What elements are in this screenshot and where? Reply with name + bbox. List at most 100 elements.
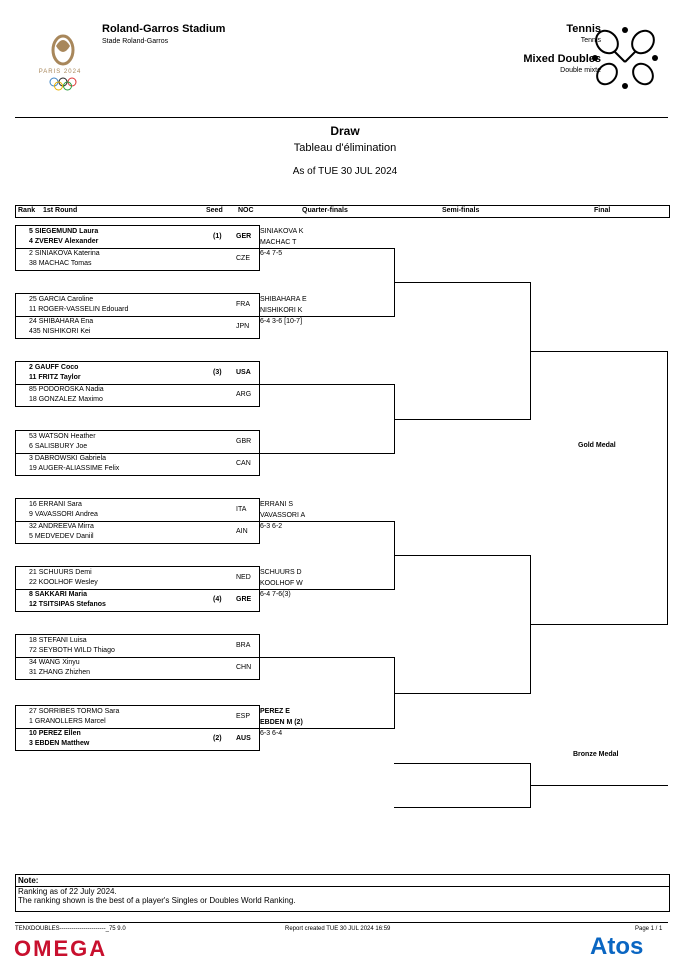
team-seed: (4) — [213, 596, 222, 603]
team-player-2: 5 MEDVEDEV Daniil — [29, 533, 94, 540]
qf-winner-player-1: ERRANI S — [260, 501, 294, 508]
team-noc: ARG — [236, 391, 252, 398]
sf-line — [394, 693, 530, 694]
qf-winner-player-1: SINIAKOVA K — [260, 228, 304, 235]
col-final: Final — [594, 207, 611, 214]
team-player-2: 31 ZHANG Zhizhen — [29, 669, 91, 676]
team-player-1: 18 STEFANI Luisa — [29, 637, 87, 644]
qf-score: 6-3 6-2 — [260, 523, 283, 530]
team-noc: FRA — [236, 301, 250, 308]
team-player-1: 34 WANG Xinyu — [29, 659, 80, 666]
bronze-medal-label: Bronze Medal — [573, 751, 619, 758]
sport-title: Tennis — [566, 23, 601, 35]
team-player-2: 11 ROGER-VASSELIN Edouard — [29, 306, 129, 313]
qf-winner-player-1: PEREZ E — [260, 708, 290, 715]
logo-text: PARIS 2024 — [38, 69, 82, 75]
team-entry: 24 SHIBAHARA Ena 435 NISHIKORI Kei JPN — [15, 316, 260, 339]
qf-line — [258, 589, 395, 590]
qf-score: 6-4 3-6 [10-7] — [260, 318, 303, 325]
footer-divider — [15, 922, 668, 923]
bronze-final-line — [530, 785, 668, 786]
team-noc: CHN — [236, 664, 252, 671]
qf-winner-player-2: NISHIKORI K — [260, 307, 303, 314]
col-seed: Seed — [206, 207, 223, 214]
bronze-line — [394, 807, 530, 808]
note-box: Note: Ranking as of 22 July 2024. The ra… — [15, 874, 670, 912]
as-of-date: As of TUE 30 JUL 2024 — [292, 166, 398, 177]
team-player-1: 8 SAKKARI Maria — [29, 591, 87, 598]
team-entry: 34 WANG Xinyu 31 ZHANG Zhizhen CHN — [15, 657, 260, 680]
note-line-1: Ranking as of 22 July 2024. — [16, 886, 669, 896]
qf-line — [258, 316, 395, 317]
team-noc: USA — [236, 369, 251, 376]
team-player-1: 53 WATSON Heather — [29, 433, 96, 440]
qf-line — [258, 384, 395, 385]
team-player-2: 6 SALISBURY Joe — [29, 443, 88, 450]
team-noc: NED — [236, 574, 251, 581]
qf-line — [258, 521, 395, 522]
qf-winner-player-2: EBDEN M (2) — [260, 719, 303, 726]
page-number: Page 1 / 1 — [635, 926, 663, 932]
final-connector — [667, 351, 668, 625]
qf-winner-player-1: SCHUURS D — [260, 569, 302, 576]
team-player-1: 24 SHIBAHARA Ena — [29, 318, 94, 325]
team-player-1: 3 DABROWSKI Gabriela — [29, 455, 107, 462]
report-created: Report created TUE 30 JUL 2024 16:59 — [285, 926, 391, 932]
omega-logo: OMEGA — [14, 936, 108, 961]
col-noc: NOC — [238, 207, 254, 214]
team-seed: (1) — [213, 233, 222, 240]
venue-subtitle: Stade Roland-Garros — [102, 38, 169, 45]
note-title: Note: — [18, 876, 39, 885]
team-noc: GER — [236, 233, 252, 240]
team-player-2: 72 SEYBOTH WILD Thiago — [29, 647, 115, 654]
team-noc: CAN — [236, 460, 251, 467]
note-line-2: The ranking shown is the best of a playe… — [18, 896, 296, 905]
team-player-2: 435 NISHIKORI Kei — [29, 328, 91, 335]
page-subtitle: Tableau d'élimination — [293, 142, 397, 154]
team-player-2: 19 AUGER-ALIASSIME Felix — [29, 465, 120, 472]
team-noc: ITA — [236, 506, 247, 513]
tennis-pictogram-icon — [592, 27, 658, 89]
team-entry: 3 DABROWSKI Gabriela 19 AUGER-ALIASSIME F… — [15, 453, 260, 476]
team-noc: GRE — [236, 596, 252, 603]
sf-line — [394, 555, 530, 556]
team-player-1: 5 SIEGEMUND Laura — [29, 228, 99, 235]
team-player-1: 2 GAUFF Coco — [29, 364, 79, 371]
qf-score: 6-4 7-5 — [260, 250, 283, 257]
header-divider — [15, 117, 668, 118]
team-noc: AUS — [236, 735, 251, 742]
team-player-1: 16 ERRANI Sara — [29, 501, 82, 508]
team-noc: BRA — [236, 642, 251, 649]
qf-score: 6-4 7-6(3) — [260, 591, 291, 598]
team-noc: CZE — [236, 255, 250, 262]
gold-medal-label: Gold Medal — [578, 442, 616, 449]
column-header-row: Rank 1st Round Seed NOC Quarter-finals S… — [15, 205, 670, 218]
atos-logo: Atos — [590, 933, 644, 960]
sport-subtitle: Tennis — [580, 37, 601, 44]
team-player-1: 2 SINIAKOVA Katerina — [29, 250, 100, 257]
bronze-line — [394, 763, 530, 764]
col-semi-finals: Semi-finals — [442, 207, 480, 214]
team-player-1: 32 ANDREEVA Mirra — [29, 523, 94, 530]
team-noc: ESP — [236, 713, 251, 720]
qf-score: 6-3 6-4 — [260, 730, 283, 737]
final-line — [530, 351, 668, 352]
team-entry: 18 STEFANI Luisa 72 SEYBOTH WILD Thiago BR… — [15, 634, 260, 658]
sf-line — [394, 419, 530, 420]
team-player-2: 3 EBDEN Matthew — [29, 740, 90, 747]
qf-line — [258, 248, 395, 249]
event-title: Mixed Doubles — [523, 53, 601, 65]
team-noc: GBR — [236, 438, 252, 445]
team-player-1: 85 PODOROSKA Nadia — [29, 386, 104, 393]
report-code: TENXDOUBLES-----------------------_75 9.… — [15, 926, 126, 932]
team-player-2: 22 KOOLHOF Wesley — [29, 579, 98, 586]
team-noc: JPN — [236, 323, 250, 330]
